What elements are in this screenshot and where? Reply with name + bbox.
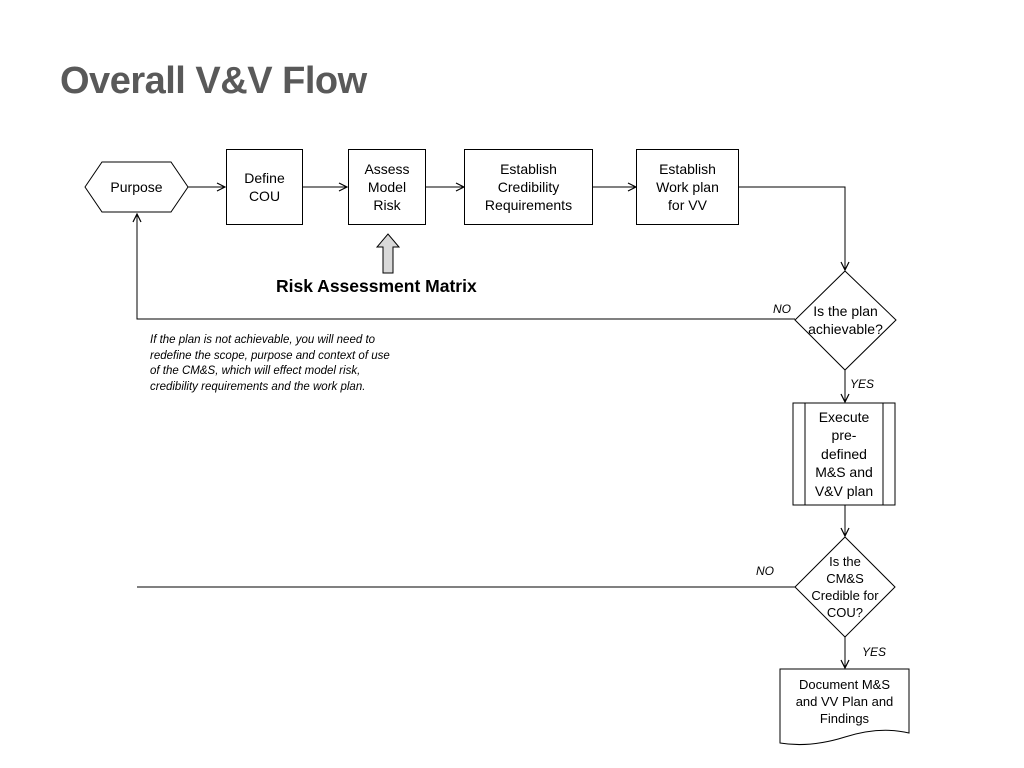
assess-model-risk-node: Assess Model Risk bbox=[348, 149, 426, 225]
document-label: Document M&S and VV Plan and Findings bbox=[795, 676, 894, 726]
decision-credible-label: Is the CM&S Credible for COU? bbox=[811, 554, 879, 620]
yes-label-2: YES bbox=[862, 645, 887, 659]
execute-plan-label: Execute pre- defined M&S and V&V plan bbox=[814, 408, 874, 499]
decision-achievable-label: Is the plan achievable? bbox=[808, 303, 883, 337]
up-arrow-icon bbox=[375, 233, 401, 274]
purpose-node: Purpose bbox=[110, 179, 163, 195]
establish-credibility-node: Establish Credibility Requirements bbox=[464, 149, 593, 225]
execute-plan-box bbox=[792, 402, 896, 506]
no-label-1: NO bbox=[773, 302, 791, 316]
yes-label-1: YES bbox=[850, 377, 875, 391]
achievability-note: If the plan is not achievable, you will … bbox=[150, 334, 390, 393]
document-shape bbox=[779, 668, 910, 746]
establish-workplan-node: Establish Work plan for VV bbox=[636, 149, 739, 225]
no-label-2: NO bbox=[756, 564, 774, 578]
define-cou-node: Define COU bbox=[226, 149, 303, 225]
page-title: Overall V&V Flow bbox=[60, 60, 367, 102]
no-loop-1 bbox=[137, 214, 795, 320]
risk-assessment-matrix-label: Risk Assessment Matrix bbox=[276, 276, 477, 296]
arrow-workplan-to-decision bbox=[739, 186, 845, 270]
